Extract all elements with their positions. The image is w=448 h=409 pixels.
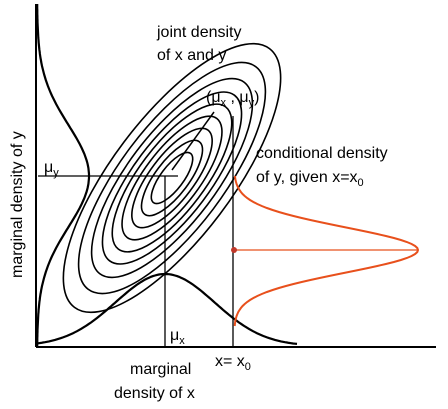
contour-ellipse-9	[150, 151, 194, 205]
mean-pointer-line	[171, 111, 215, 171]
marginal-density-y-curve	[36, 4, 91, 346]
joint-density-label-line2: of x and y	[157, 47, 226, 64]
contour-ellipse-3	[90, 77, 254, 279]
mean-point-label: (μx , μy)	[206, 89, 259, 109]
conditional-density-label-line2: of y, given x=x0	[256, 169, 364, 189]
conditional-density-label-line1: conditional density	[256, 145, 388, 162]
contour-ellipse-6	[121, 115, 223, 241]
mu-x-label: μx	[170, 327, 185, 347]
conditional-density-curve	[233, 175, 420, 327]
marginal-density-x-curve	[36, 272, 298, 345]
x0-label: x= x0	[215, 353, 251, 373]
contour-ellipse-2	[77, 61, 267, 295]
contour-ellipse-5	[111, 103, 233, 253]
joint-density-label-line1: joint density	[156, 24, 242, 41]
mu-y-label: μy	[44, 159, 59, 179]
contour-ellipse-8	[140, 139, 204, 217]
contour-ellipse-1	[62, 42, 282, 314]
marginal-y-label: marginal density of y	[9, 131, 26, 278]
marginal-x-label-line1: marginal	[130, 361, 191, 378]
joint-density-contours	[62, 42, 282, 314]
contour-ellipse-7	[131, 127, 213, 229]
contour-ellipse-4	[101, 91, 243, 265]
marginal-x-label-line2: density of x	[114, 385, 195, 402]
conditional-point	[231, 247, 237, 253]
